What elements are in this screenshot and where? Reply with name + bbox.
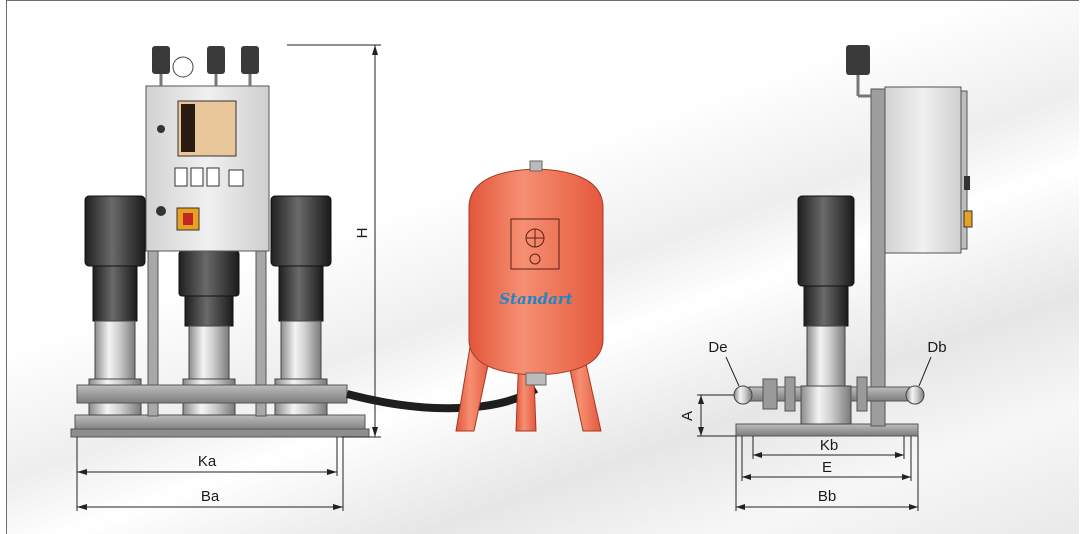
suction-port <box>733 385 753 405</box>
dimension-de: De <box>708 339 727 356</box>
tank-body <box>468 168 604 376</box>
manifold-pipe <box>76 384 348 404</box>
pump-set-front-view <box>70 46 370 438</box>
support-column <box>870 88 886 427</box>
discharge-port <box>905 385 925 405</box>
dimension-a: A <box>679 411 696 421</box>
dimension-ka: Ka <box>198 453 217 470</box>
side-control-box <box>884 86 962 254</box>
pump-right <box>270 195 332 416</box>
side-pump-motor <box>797 195 855 287</box>
dimension-db: Db <box>927 339 946 356</box>
tank-brand: Standart <box>499 290 572 308</box>
dimension-arrows-left <box>77 45 378 510</box>
dimension-arrows-right <box>698 395 918 510</box>
expansion-tank: Standart <box>455 160 604 432</box>
dimension-lines-left <box>76 44 381 511</box>
pump-station-diagram: Standart H Ka Ba <box>70 44 973 511</box>
dimension-lines-right <box>697 356 932 511</box>
dimension-bb: Bb <box>818 488 836 505</box>
pump-set-side-view <box>733 45 973 437</box>
side-pressure-switch <box>846 45 870 75</box>
pump-left <box>84 195 146 416</box>
dimension-kb: Kb <box>820 437 838 454</box>
dimension-ba: Ba <box>201 488 220 505</box>
diagram-frame: Standart H Ka Ba <box>6 0 1079 534</box>
dimension-e: E <box>822 459 832 476</box>
side-base <box>735 423 919 437</box>
dimension-h: H <box>354 228 371 239</box>
manometer <box>172 56 194 78</box>
